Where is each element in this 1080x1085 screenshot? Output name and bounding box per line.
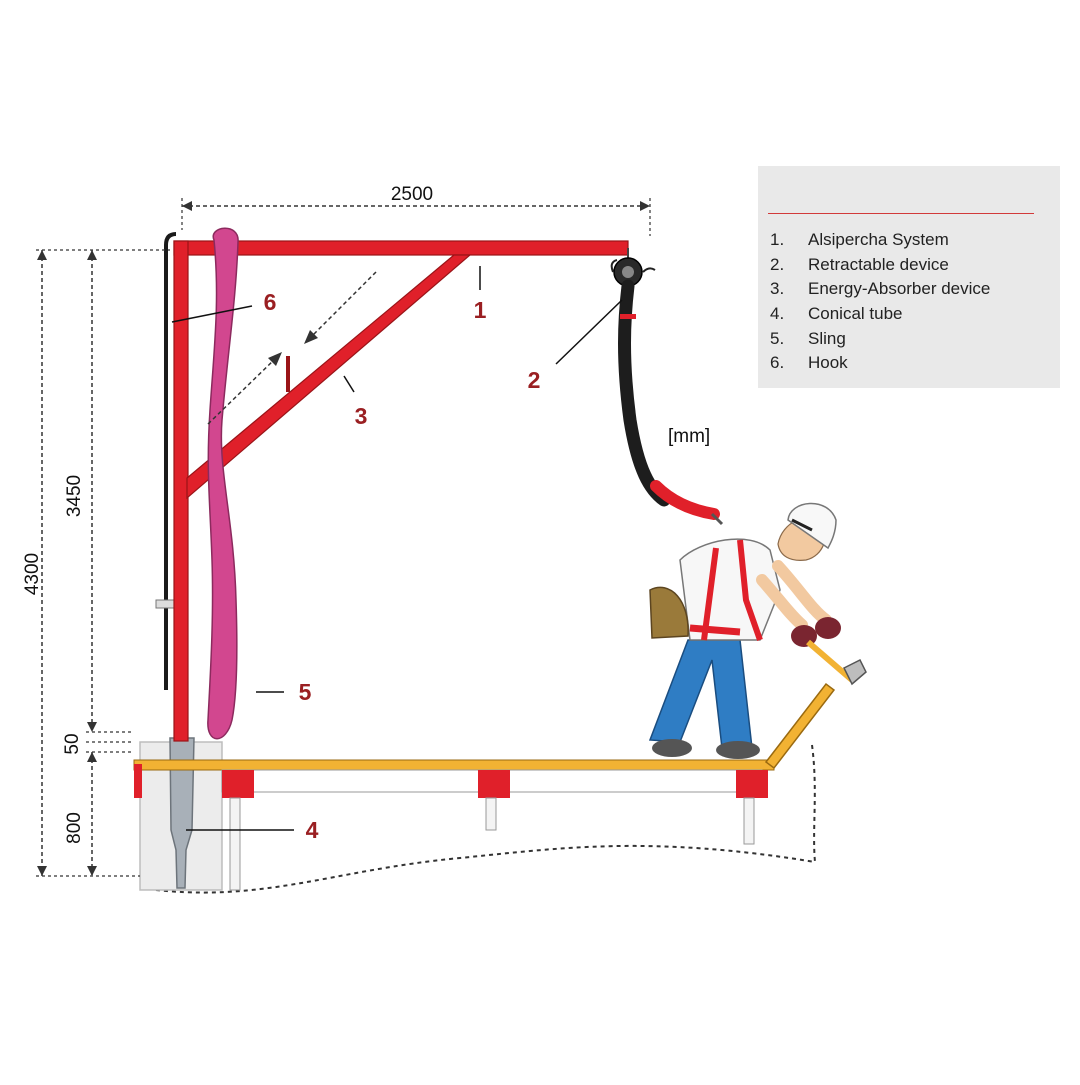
arrow-slide-up xyxy=(309,271,377,339)
legend-number: 3. xyxy=(770,279,785,299)
leader-3 xyxy=(343,375,355,393)
dimension-width: 2500 xyxy=(181,184,651,236)
legend-label: Retractable device xyxy=(808,254,949,274)
dimension-total-height: 4300 xyxy=(22,249,170,877)
legend-number: 1. xyxy=(770,230,785,250)
callout-6: 6 xyxy=(264,289,277,315)
legend-item: 1. Alsipercha System xyxy=(770,228,990,253)
legend-label: Conical tube xyxy=(808,304,903,324)
gap-label: 50 xyxy=(62,733,83,754)
hammer xyxy=(806,639,867,686)
rod-clip xyxy=(155,599,177,609)
dimension-mast-height: 3450 xyxy=(64,250,132,743)
legend-number: 4. xyxy=(770,304,785,324)
legend-rule xyxy=(768,213,1034,214)
legend-item: 5. Sling xyxy=(770,326,990,351)
legend-number: 5. xyxy=(770,328,785,348)
legend-item: 3. Energy-Absorber device xyxy=(770,277,990,302)
mast-height-label: 3450 xyxy=(64,475,85,517)
embed-label: 800 xyxy=(64,812,85,844)
sling xyxy=(207,227,239,740)
callout-2: 2 xyxy=(528,367,541,393)
unit-label: [mm] xyxy=(668,426,710,447)
callout-4: 4 xyxy=(306,817,319,843)
leader-6 xyxy=(171,305,253,323)
worker-figure xyxy=(648,502,841,759)
legend-label: Sling xyxy=(808,328,846,348)
width-label: 2500 xyxy=(391,184,433,205)
ground-curve xyxy=(139,844,816,894)
retractable-device xyxy=(610,248,724,526)
callout-1: 1 xyxy=(474,297,487,323)
leader-2 xyxy=(555,299,623,365)
dimension-embed: 800 xyxy=(64,751,134,876)
legend-number: 6. xyxy=(770,353,785,373)
legend-list: 1. Alsipercha System 2. Retractable device… xyxy=(770,228,990,376)
legend-number: 2. xyxy=(770,254,785,274)
ground-edge xyxy=(811,744,816,863)
legend-label: Hook xyxy=(808,353,848,373)
legend-item: 6. Hook xyxy=(770,351,990,376)
callout-3: 3 xyxy=(355,403,368,429)
legend-label: Alsipercha System xyxy=(808,230,949,250)
legend-item: 2. Retractable device xyxy=(770,253,990,278)
callout-5: 5 xyxy=(299,679,312,705)
legend-label: Energy-Absorber device xyxy=(808,279,991,299)
deck xyxy=(133,759,775,891)
arrow-slide-down xyxy=(207,357,277,425)
legend-item: 4. Conical tube xyxy=(770,302,990,327)
total-height-label: 4300 xyxy=(22,553,43,595)
alsipercha-structure xyxy=(173,240,629,742)
legend-box: 1. Alsipercha System 2. Retractable device… xyxy=(758,166,1060,388)
hook-rod xyxy=(164,232,177,690)
plank xyxy=(764,682,836,770)
